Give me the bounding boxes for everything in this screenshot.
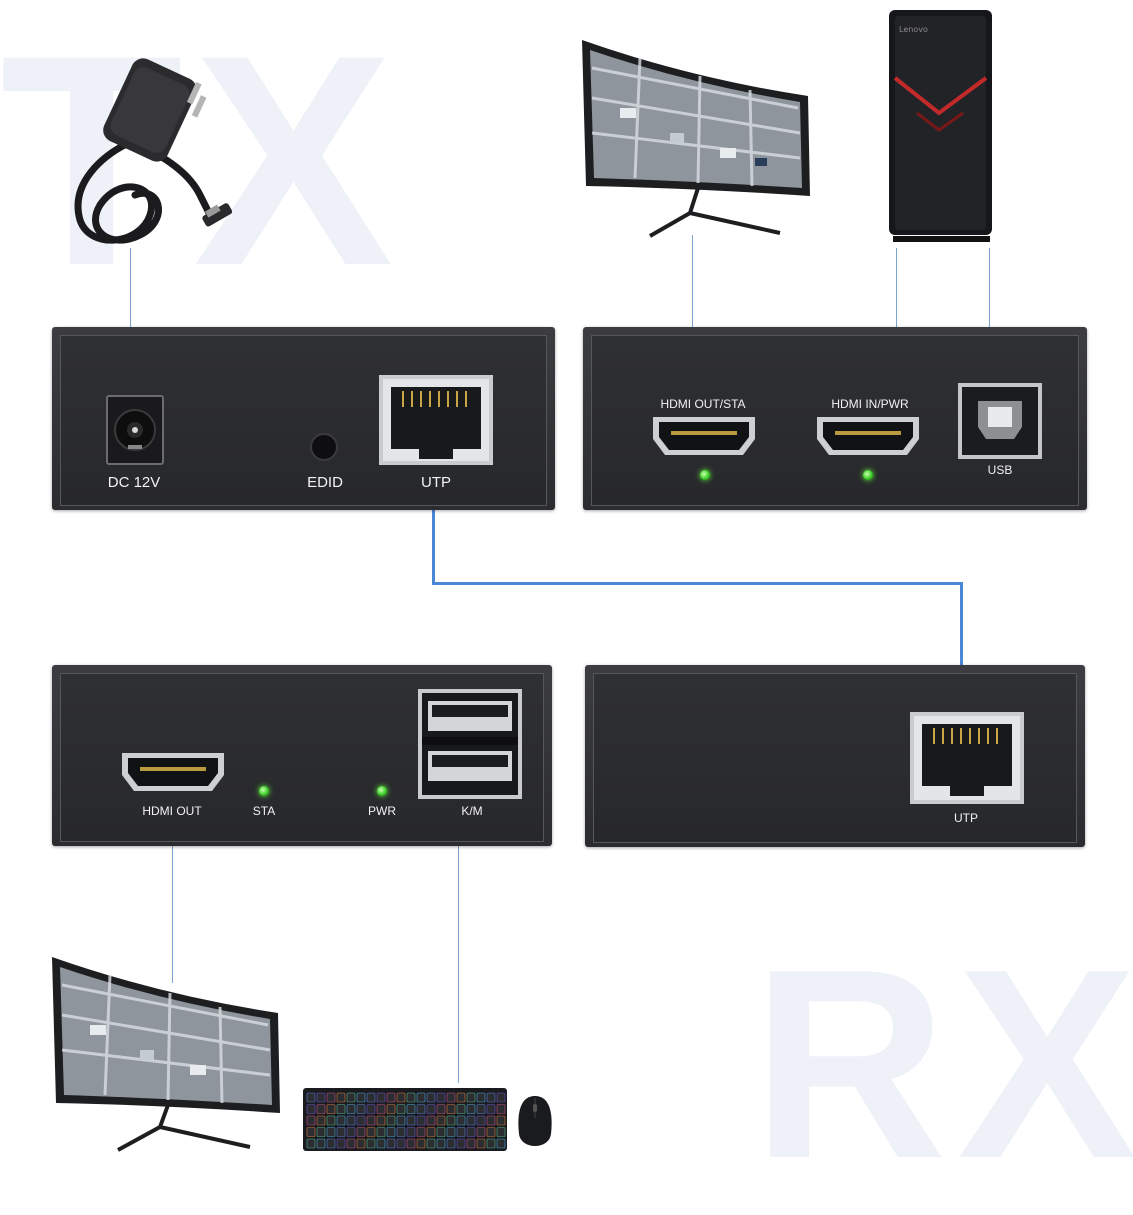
utp-label: UTP (421, 474, 451, 491)
rx-panel: HDMI OUT STA PWR K/M (52, 665, 552, 846)
pc-tower-icon: Lenovo (889, 10, 992, 242)
utp-cable-across (432, 582, 963, 585)
tx-watermark: TX (0, 0, 404, 328)
rx-watermark: RX (752, 914, 1133, 1215)
keyboard-icon (303, 1088, 507, 1151)
pc-brand-text: Lenovo (899, 25, 928, 34)
hdmi-out-sta-label: HDMI OUT/STA (660, 397, 746, 411)
edid-label: EDID (307, 474, 343, 491)
sta-led (259, 786, 269, 796)
rx-hdmi-out-label: HDMI OUT (142, 804, 202, 818)
usb-label: USB (987, 463, 1013, 477)
hdmi-in-pwr-label: HDMI IN/PWR (831, 397, 909, 411)
monitor-bottom-wire (172, 843, 173, 983)
hdmi-out-sta-led (700, 470, 710, 480)
rx-hdmi-out-port[interactable] (118, 751, 228, 793)
pwr-led (377, 786, 387, 796)
pc-usb-wire (989, 248, 990, 388)
power-wire (130, 248, 131, 378)
utp-cable-up (960, 582, 963, 695)
km-wire (458, 843, 459, 1083)
edid-button[interactable] (310, 433, 338, 461)
monitor-top-icon (582, 40, 810, 238)
dc-label: DC 12V (107, 474, 161, 491)
km-label: K/M (461, 804, 483, 818)
dc-jack-port[interactable] (106, 395, 164, 465)
monitor-bottom-icon (52, 957, 280, 1152)
sta-label: STA (252, 804, 276, 818)
rx-utp-port[interactable] (910, 712, 1024, 804)
km-usb-ports[interactable] (418, 689, 522, 799)
hdmi-out-port[interactable] (649, 415, 759, 457)
pwr-label: PWR (368, 804, 396, 818)
utp-cable-down (432, 500, 435, 585)
rx-utp-label: UTP (954, 811, 978, 825)
hdmi-in-pwr-led (863, 470, 873, 480)
mouse-icon (518, 1096, 552, 1146)
rx-utp-panel: UTP (585, 665, 1085, 847)
hdmi-in-port[interactable] (813, 415, 923, 457)
pc-side-panel: HDMI OUT/STA HDMI IN/PWR USB (583, 327, 1087, 510)
utp-port[interactable] (379, 375, 493, 465)
tx-panel: DC 12V EDID UTP (52, 327, 555, 510)
power-adapter-icon (74, 58, 233, 244)
usb-b-port[interactable] (958, 383, 1042, 459)
